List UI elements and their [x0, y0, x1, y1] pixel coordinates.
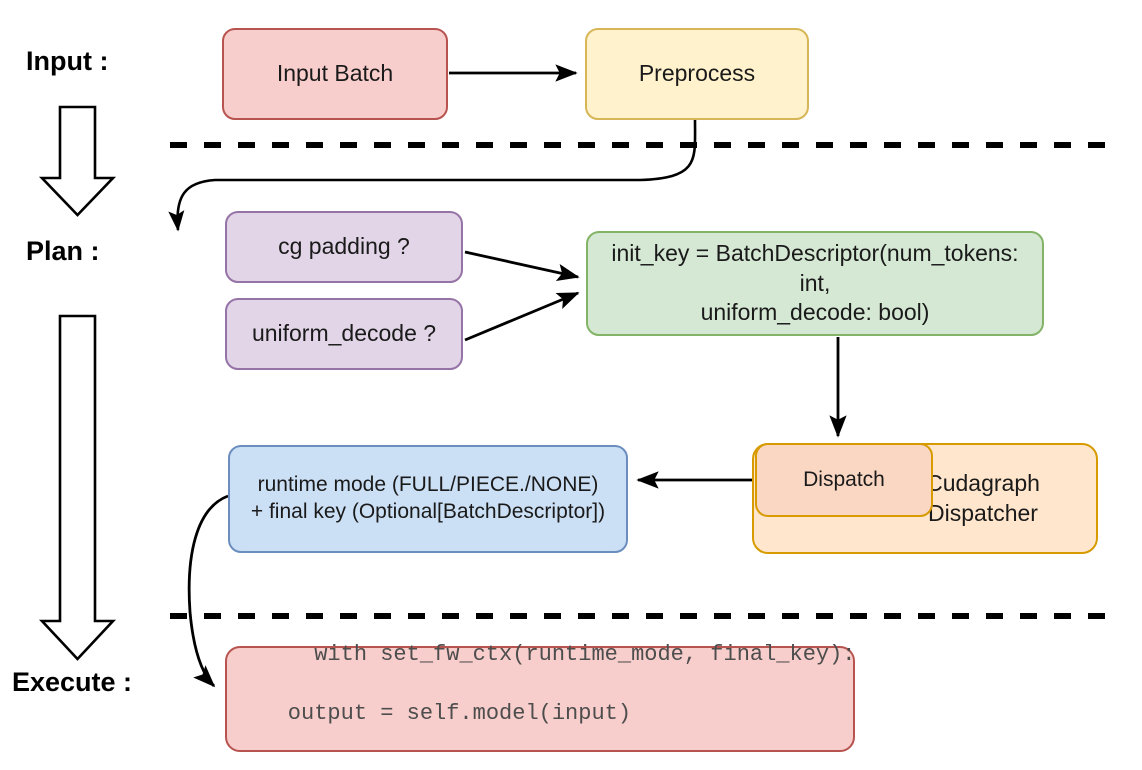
node-dispatch[interactable]: Dispatch [755, 443, 933, 517]
plan-to-execute-arrow [39, 314, 116, 661]
node-cudagraph-dispatcher-line2: Dispatcher [928, 499, 1038, 526]
node-runtime-mode-line2: + final key (Optional[BatchDescriptor]) [250, 500, 606, 523]
node-dispatch-label: Dispatch [803, 467, 885, 491]
node-execute-code-text: with set_fw_ctx(runtime_mode, final_key)… [235, 610, 856, 770]
node-runtime-mode[interactable]: runtime mode (FULL/PIECE./NONE) + final … [228, 445, 628, 553]
node-execute-code-line2: output = self.model(input) [235, 701, 632, 726]
node-preprocess[interactable]: Preprocess [585, 28, 809, 120]
node-runtime-mode-line1: runtime mode (FULL/PIECE./NONE) [257, 473, 599, 497]
node-init-key-line1: init_key = BatchDescriptor(num_tokens: i… [611, 240, 1019, 296]
node-input-batch[interactable]: Input Batch [222, 28, 448, 120]
input-to-plan-arrow [38, 105, 117, 217]
node-init-key-text: init_key = BatchDescriptor(num_tokens: i… [598, 239, 1032, 327]
connector-uniform-decode-to-init-key [464, 291, 580, 342]
node-input-batch-label: Input Batch [276, 60, 394, 87]
node-init-key[interactable]: init_key = BatchDescriptor(num_tokens: i… [586, 231, 1044, 336]
node-cudagraph-dispatcher-line1: Cudagraph [926, 470, 1040, 497]
stage-label-input: Input : [26, 46, 109, 76]
node-uniform-decode-label: uniform_decode ? [251, 320, 437, 347]
connector-cg-padding-to-init-key [464, 250, 580, 281]
node-preprocess-label: Preprocess [638, 60, 756, 87]
node-uniform-decode[interactable]: uniform_decode ? [225, 298, 463, 370]
connector-runtime-mode-to-execute-code [187, 494, 229, 688]
node-execute-code[interactable]: with set_fw_ctx(runtime_mode, final_key)… [225, 642, 856, 752]
node-init-key-line2: uniform_decode: bool) [700, 299, 930, 326]
node-cg-padding-label: cg padding ? [278, 233, 410, 260]
node-execute-code-line1: with set_fw_ctx(runtime_mode, final_key)… [314, 641, 856, 667]
stage-label-execute: Execute : [12, 667, 133, 697]
stage-label-plan: Plan : [26, 236, 100, 266]
node-runtime-mode-text: runtime mode (FULL/PIECE./NONE) + final … [240, 472, 616, 526]
node-cg-padding[interactable]: cg padding ? [225, 211, 463, 283]
node-cudagraph-dispatcher-text: Cudagraph Dispatcher [888, 469, 1078, 528]
